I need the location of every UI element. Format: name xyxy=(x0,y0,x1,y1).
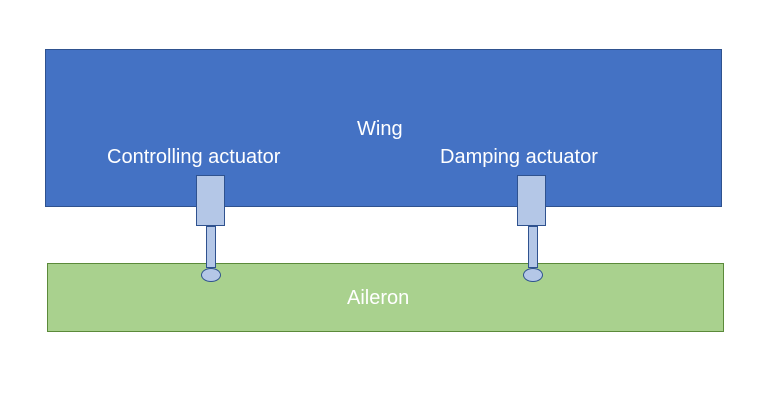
damping-actuator-body xyxy=(517,175,546,226)
wing-label: Wing xyxy=(357,118,403,140)
aileron-label: Aileron xyxy=(347,287,410,309)
wing-block xyxy=(45,49,722,207)
controlling-actuator-label: Controlling actuator xyxy=(107,146,281,168)
damping-actuator-rod xyxy=(528,226,538,268)
damping-actuator-joint xyxy=(523,268,543,282)
damping-actuator-label: Damping actuator xyxy=(440,146,598,168)
controlling-actuator-joint xyxy=(201,268,221,282)
controlling-actuator-rod xyxy=(206,226,216,268)
controlling-actuator-body xyxy=(196,175,225,226)
aileron-block xyxy=(47,263,724,332)
